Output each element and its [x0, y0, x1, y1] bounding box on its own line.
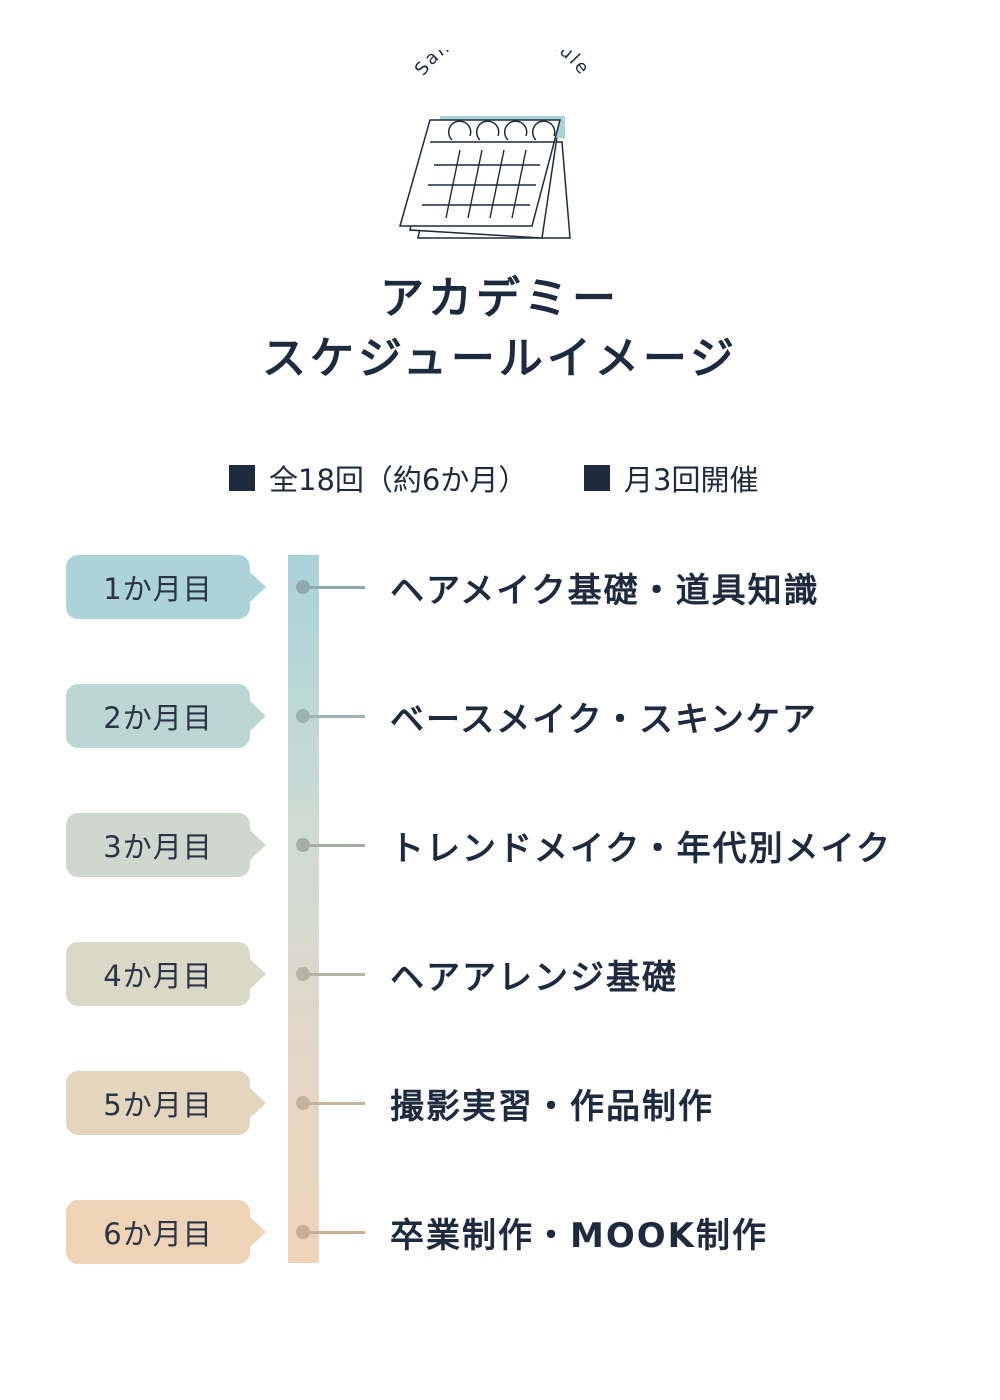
meta-total-sessions: 全18回（約6か月） [229, 458, 527, 498]
timeline-bar [288, 555, 319, 1263]
month-label: 3か月目 [103, 830, 213, 864]
badge-arrow-icon [250, 830, 266, 860]
timeline-row: 3か月目 トレンドメイク・年代別メイク [0, 813, 1000, 877]
badge-arrow-icon [250, 701, 266, 731]
timeline-dot [296, 709, 310, 723]
timeline-dot [296, 1225, 310, 1239]
month-label: 6か月目 [103, 1217, 213, 1251]
timeline-row: 6か月目 卒業制作・MOOK制作 [0, 1200, 1000, 1264]
month-label: 1か月目 [103, 572, 213, 606]
page-title-line2: スケジュールイメージ [261, 333, 739, 384]
timeline-dot [296, 967, 310, 981]
badge-arrow-icon [250, 572, 266, 602]
page-header: Sample Schedule アカデミー スケジュールイメージ [0, 0, 1000, 400]
connector-line [310, 715, 365, 718]
connector-line [310, 1231, 365, 1234]
connector-line [310, 1102, 365, 1105]
page-title-line1: アカデミー [380, 273, 620, 324]
calendar-icon: Sample Schedule [399, 50, 595, 239]
meta-frequency-text: 月3回開催 [624, 463, 759, 497]
month-badge: 6か月目 [66, 1200, 266, 1264]
badge-arrow-icon [250, 1217, 266, 1247]
connector-line [310, 844, 365, 847]
month-label: 4か月目 [103, 959, 213, 993]
month-badge: 1か月目 [66, 555, 266, 619]
connector-line [310, 586, 365, 589]
svg-text:Sample Schedule: Sample Schedule [411, 50, 595, 80]
month-label: 5か月目 [103, 1088, 213, 1122]
month-label: 2か月目 [103, 701, 213, 735]
timeline-dot [296, 838, 310, 852]
topic-label: ベースメイク・スキンケア [390, 700, 818, 740]
badge-arrow-icon [250, 959, 266, 989]
badge-arrow-icon [250, 1088, 266, 1118]
topic-label: 卒業制作・MOOK制作 [390, 1216, 768, 1256]
square-bullet-icon [584, 465, 610, 491]
square-bullet-icon [229, 465, 255, 491]
timeline-dot [296, 580, 310, 594]
meta-frequency: 月3回開催 [584, 458, 758, 498]
timeline-dot [296, 1096, 310, 1110]
timeline-row: 2か月目 ベースメイク・スキンケア [0, 684, 1000, 748]
month-badge: 5か月目 [66, 1071, 266, 1135]
topic-label: ヘアメイク基礎・道具知識 [390, 571, 820, 611]
connector-line [310, 973, 365, 976]
timeline-row: 5か月目 撮影実習・作品制作 [0, 1071, 1000, 1135]
sample-schedule-arc-text: Sample Schedule [411, 50, 593, 80]
topic-label: トレンドメイク・年代別メイク [390, 829, 892, 869]
month-badge: 2か月目 [66, 684, 266, 748]
timeline-row: 4か月目 ヘアアレンジ基礎 [0, 942, 1000, 1006]
meta-total-sessions-text: 全18回（約6か月） [269, 463, 528, 497]
month-badge: 3か月目 [66, 813, 266, 877]
topic-label: ヘアアレンジ基礎 [390, 958, 678, 998]
topic-label: 撮影実習・作品制作 [390, 1087, 714, 1127]
month-badge: 4か月目 [66, 942, 266, 1006]
timeline-row: 1か月目 ヘアメイク基礎・道具知識 [0, 555, 1000, 619]
